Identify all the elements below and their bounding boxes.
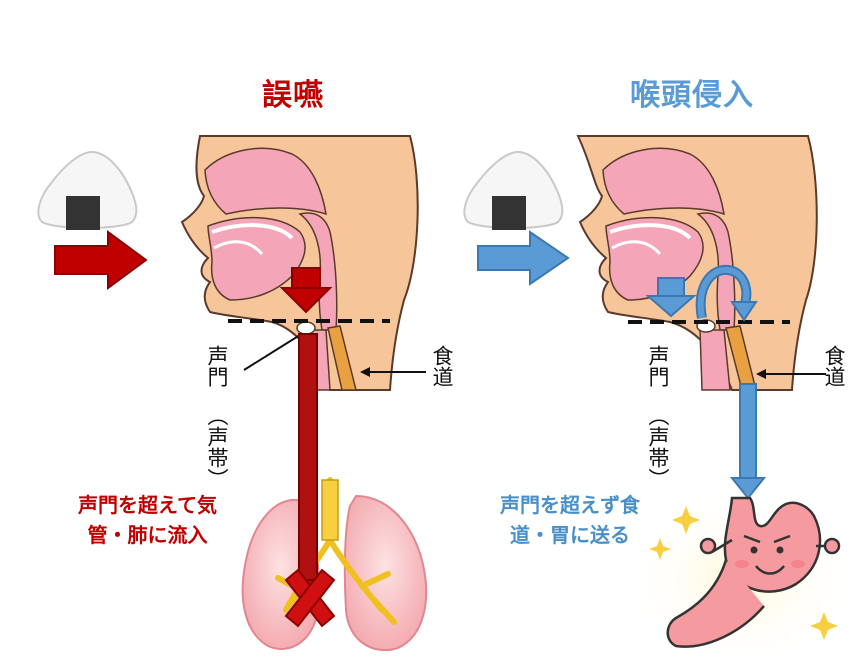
left-panel [37, 135, 428, 651]
penetration-caption: 声門を超えず食 道・胃に送る [500, 490, 640, 550]
redirect-curve-arrow-icon [695, 264, 758, 322]
sparkle-icon [672, 506, 700, 534]
lungs-illustration [241, 477, 428, 651]
food-arrow-icon [54, 230, 148, 290]
penetration-arrow-icon [645, 277, 697, 318]
esophagus-label: 食道 [822, 345, 846, 387]
food-arrow-icon [477, 230, 570, 286]
rice-ball-icon [463, 150, 564, 230]
sparkle-icon [810, 612, 838, 640]
vocal-cord-label: （声帯） [646, 405, 670, 489]
penetration-caption-line-2: 道・胃に送る [510, 523, 630, 547]
head-cross-section [180, 135, 419, 391]
esophagus-arrow-icon [729, 383, 767, 500]
penetration-title: 喉頭侵入 [630, 78, 754, 113]
rice-ball-icon [37, 150, 138, 230]
glottis-label: 声門 [205, 345, 229, 387]
glottis-pointer-line [243, 334, 301, 371]
stomach-character-illustration [666, 496, 841, 648]
aspiration-caption-line-1: 声門を超えて気 [78, 493, 217, 517]
head-cross-section [576, 135, 818, 391]
blocked-x-icon [284, 568, 336, 628]
aspiration-title: 誤嚥 [262, 78, 324, 113]
aspiration-caption-line-2: 管・肺に流入 [87, 523, 208, 547]
vocal-cord-label: （声帯） [205, 405, 229, 489]
right-panel [463, 135, 851, 665]
glottis-label: 声門 [646, 345, 670, 387]
penetration-caption-line-1: 声門を超えず食 [500, 493, 640, 517]
sparkle-icon [649, 538, 671, 560]
aspiration-caption: 声門を超えて気 管・肺に流入 [78, 490, 217, 550]
esophagus-label: 食道 [430, 345, 454, 387]
